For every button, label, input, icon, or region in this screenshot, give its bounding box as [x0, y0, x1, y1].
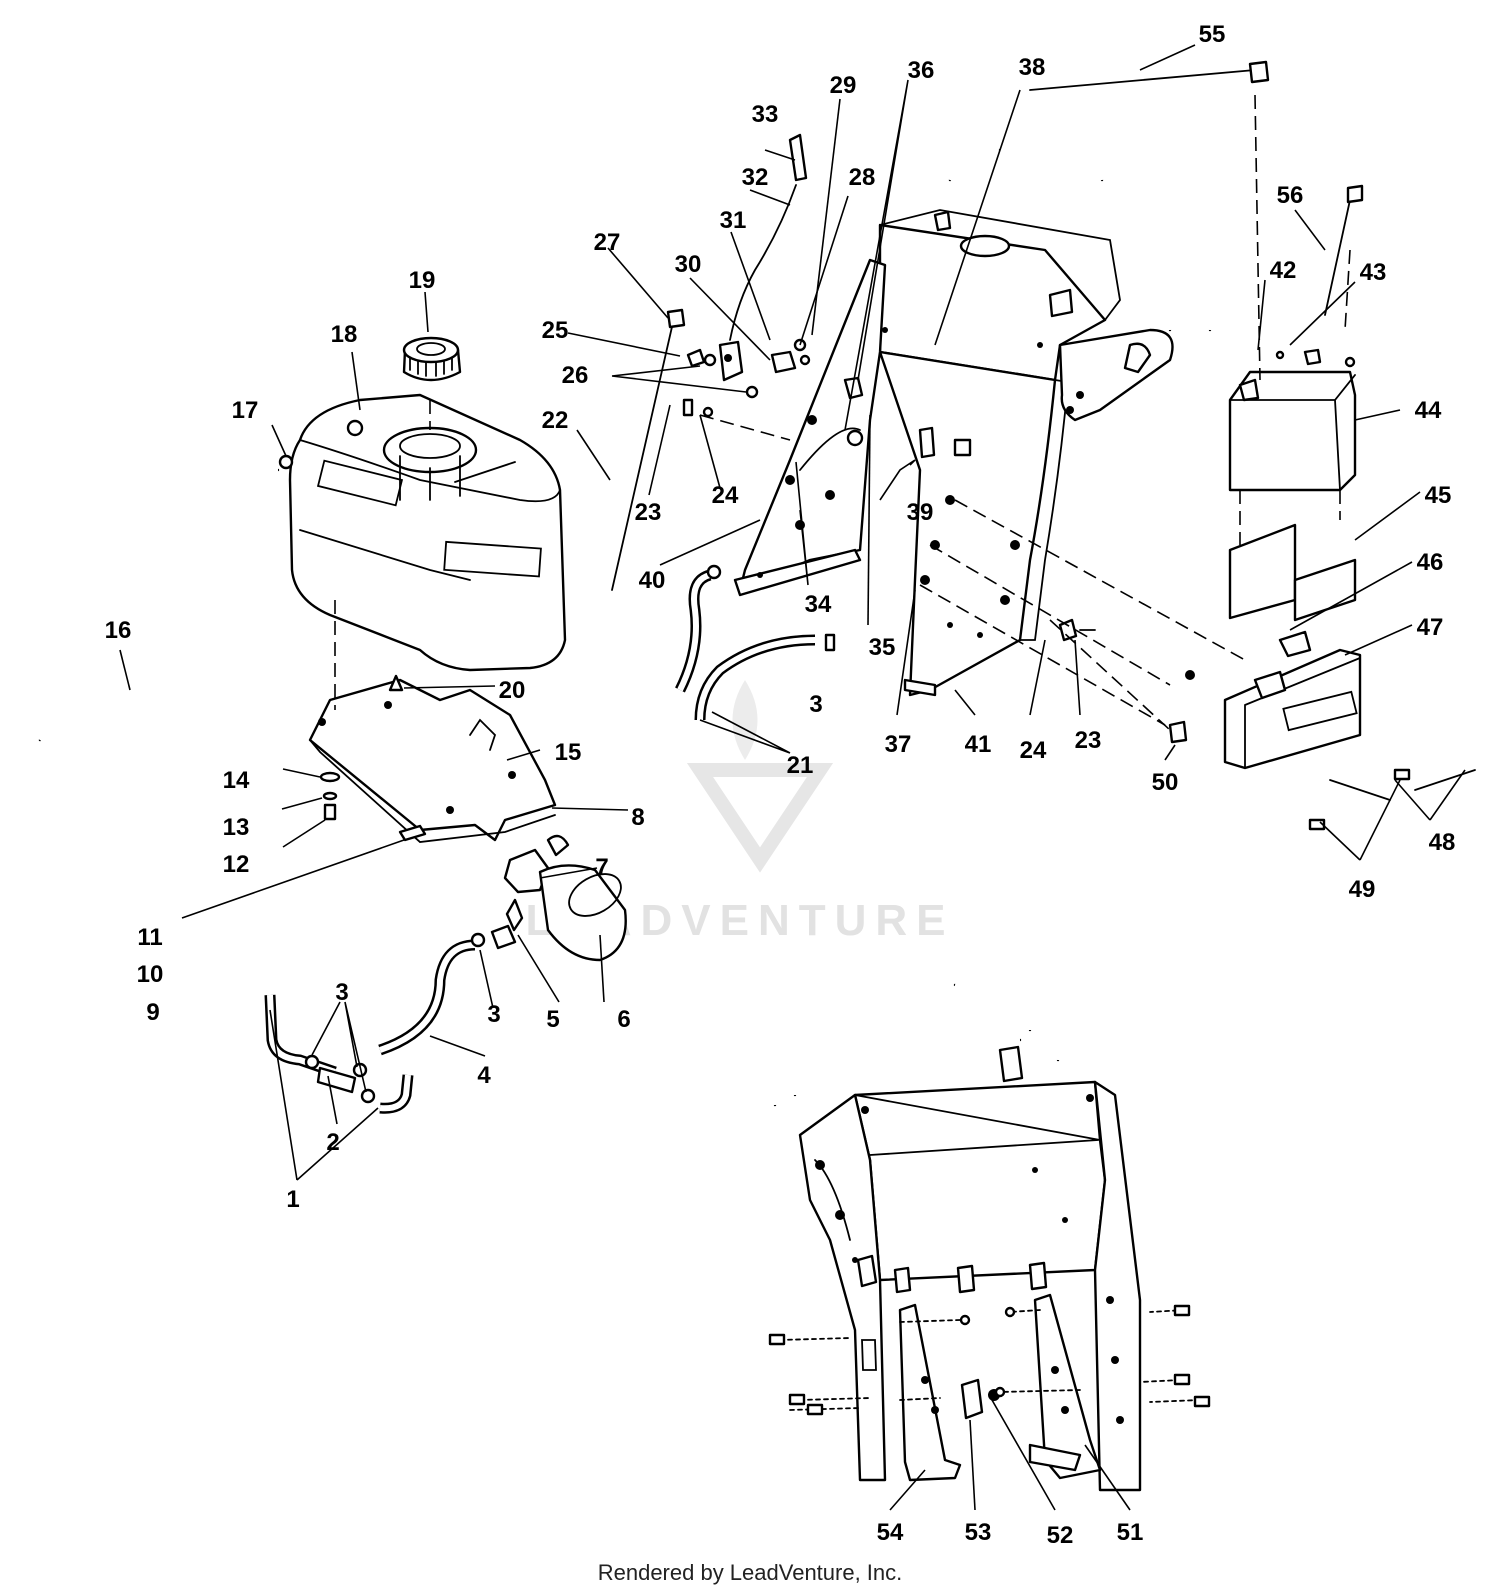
fuel-hose: [37, 454, 294, 742]
callout-40: 40: [639, 567, 666, 594]
callout-35: 35: [869, 634, 896, 661]
callout-30: 30: [675, 251, 702, 278]
callout-32: 32: [742, 164, 769, 191]
fuel-line: [378, 924, 517, 1056]
callout-28: 28: [849, 164, 876, 191]
callout-15: 15: [555, 739, 582, 766]
callout-5: 5: [546, 1006, 559, 1033]
callout-29: 29: [830, 72, 857, 99]
callout-36: 36: [908, 57, 935, 84]
callout-13: 13: [223, 814, 250, 841]
tee-hoses: [264, 994, 414, 1114]
callout-10: 10: [137, 961, 164, 988]
callout-3c: 3: [809, 691, 822, 718]
callout-47: 47: [1417, 614, 1444, 641]
callout-34: 34: [805, 591, 832, 618]
callout-26: 26: [562, 362, 589, 389]
callout-38: 38: [1019, 54, 1046, 81]
callout-18: 18: [331, 321, 358, 348]
callout-24b: 24: [1020, 737, 1047, 764]
battery: [1228, 370, 1357, 492]
callout-25: 25: [542, 317, 569, 344]
control-levers: [611, 133, 936, 591]
callout-46: 46: [1417, 549, 1444, 576]
callout-12: 12: [223, 851, 250, 878]
fuel-tank: [288, 393, 567, 672]
callout-49: 49: [1349, 876, 1376, 903]
fuel-filter: [503, 834, 627, 962]
callout-37: 37: [885, 731, 912, 758]
callout-51: 51: [1117, 1519, 1144, 1546]
callout-52: 52: [1047, 1522, 1074, 1549]
callout-23: 23: [635, 499, 662, 526]
battery-hardware: [1029, 60, 1476, 831]
battery-mat: [1228, 523, 1357, 622]
callout-31: 31: [720, 207, 747, 234]
callout-19: 19: [409, 267, 436, 294]
callout-39: 39: [907, 499, 934, 526]
callout-2: 2: [326, 1129, 339, 1156]
callout-7: 7: [595, 854, 608, 881]
callout-42: 42: [1270, 257, 1297, 284]
footer-credit: Rendered by LeadVenture, Inc.: [597, 1560, 903, 1585]
callout-22: 22: [542, 407, 569, 434]
callout-23b: 23: [1075, 727, 1102, 754]
callout-3: 3: [335, 979, 348, 1006]
callout-41: 41: [965, 731, 992, 758]
callout-1: 1: [286, 1186, 299, 1213]
callout-4: 4: [477, 1062, 491, 1089]
callout-8: 8: [631, 804, 644, 831]
callout-14: 14: [223, 767, 250, 794]
control-tower: [733, 123, 1221, 697]
callout-48: 48: [1429, 829, 1456, 856]
callout-3b: 3: [487, 1001, 500, 1028]
callout-45: 45: [1425, 482, 1452, 509]
callout-17: 17: [232, 397, 259, 424]
callout-11: 11: [137, 924, 162, 951]
callout-50: 50: [1152, 769, 1179, 796]
callout-6: 6: [617, 1006, 630, 1033]
callout-56: 56: [1277, 182, 1304, 209]
rear-tower-bolts: [768, 1304, 1211, 1416]
callout-43: 43: [1360, 259, 1387, 286]
callout-27: 27: [594, 229, 621, 256]
callouts: 1 2 3 3 3 4 5 6 7 8 9 10 11 12 13 14 15 …: [105, 21, 1456, 1549]
callout-20: 20: [499, 677, 526, 704]
callout-9: 9: [146, 999, 159, 1026]
callout-24: 24: [712, 482, 739, 509]
callout-16: 16: [105, 617, 132, 644]
tank-hardware: [319, 771, 427, 842]
callout-44: 44: [1415, 397, 1442, 424]
hydraulic-hoses: [675, 564, 836, 721]
callout-55: 55: [1199, 21, 1226, 48]
callout-53: 53: [965, 1519, 992, 1546]
rear-tower: [770, 981, 1142, 1492]
callout-21: 21: [787, 752, 814, 779]
callout-54: 54: [877, 1519, 904, 1546]
callout-33: 33: [752, 101, 779, 128]
leader-lines: [119, 44, 1466, 1511]
fuel-cap: [402, 336, 462, 382]
battery-box: [1223, 630, 1362, 770]
